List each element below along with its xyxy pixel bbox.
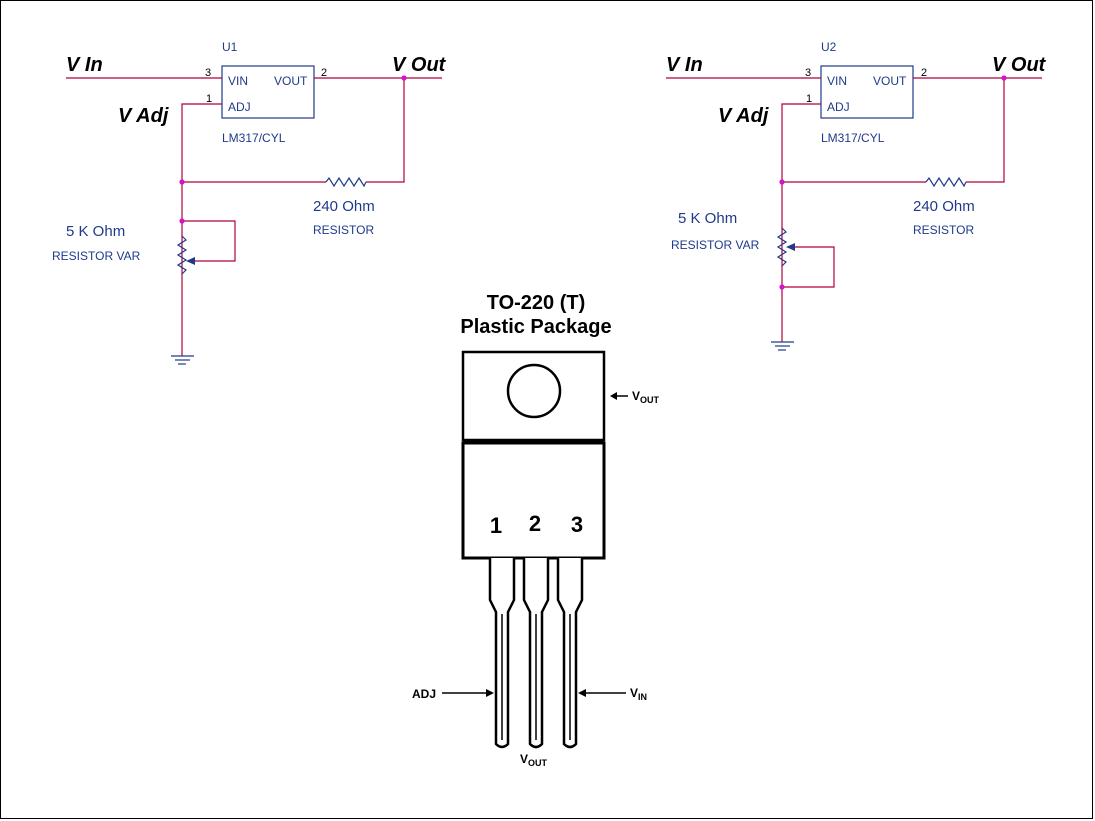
lead-1: [488, 558, 516, 749]
v-out-label-2: V Out: [992, 54, 1047, 76]
potentiometer-5k-2: [776, 227, 788, 267]
adj-wire-2: [781, 103, 821, 342]
regulator-body-2: [820, 65, 914, 119]
pin-number-vout-1: 2: [321, 67, 327, 79]
tab-vout-callout: VOUT: [610, 389, 660, 405]
v-adj-label-1: V Adj: [118, 105, 169, 127]
ground-symbol-2: [771, 341, 794, 351]
node-adj-2: [779, 179, 785, 185]
node-pot-2: [779, 284, 785, 290]
adj-label: ADJ: [412, 687, 436, 701]
pot-wiper-arrow-1: [186, 257, 195, 265]
regulator-ref-1: U1: [222, 40, 238, 54]
bottom-vout-label: VOUT: [520, 752, 548, 768]
tab-vout-label: VOUT: [632, 389, 660, 405]
package-title-line2: Plastic Package: [460, 316, 611, 338]
v-in-label-2: V In: [666, 54, 703, 76]
pin-number-vout-2: 2: [921, 67, 927, 79]
node-vout-2: [1001, 75, 1007, 81]
v-in-label-1: V In: [66, 54, 103, 76]
pin-number-3: 3: [571, 512, 583, 537]
pot-value-1: 5 K Ohm: [66, 223, 125, 240]
vin-callout: VIN: [578, 686, 647, 702]
package-body: [461, 441, 606, 560]
pin-label-adj-1: ADJ: [228, 100, 251, 114]
pin-number-adj-1: 1: [206, 93, 212, 105]
circuit-1: V In V Out V Adj U1 VIN VOUT ADJ LM317/C…: [52, 40, 447, 365]
mounting-hole: [506, 363, 562, 419]
regulator-part-1: LM317/CYL: [222, 131, 286, 145]
resistor-type-2: RESISTOR: [913, 223, 974, 237]
pin-label-vin-1: VIN: [228, 74, 248, 88]
pin-number-vin-2: 3: [805, 67, 811, 79]
pin-number-2: 2: [529, 511, 541, 536]
package-title-line1: TO-220 (T): [487, 292, 586, 314]
pin-label-vout-2: VOUT: [873, 74, 907, 88]
pin-label-adj-2: ADJ: [827, 100, 850, 114]
resistor-value-2: 240 Ohm: [913, 198, 975, 215]
lead-2: [522, 558, 550, 749]
regulator-ref-2: U2: [821, 40, 837, 54]
pin-number-adj-2: 1: [806, 93, 812, 105]
v-adj-label-2: V Adj: [718, 105, 769, 127]
resistor-value-1: 240 Ohm: [313, 198, 375, 215]
resistor-240-1: [325, 176, 367, 188]
node-adj-1: [179, 179, 185, 185]
pin-number-1: 1: [490, 513, 502, 538]
pin-label-vout-1: VOUT: [274, 74, 308, 88]
node-pot-1: [179, 218, 185, 224]
to220-package: TO-220 (T) Plastic Package 1 2 3 VOUT: [412, 292, 660, 768]
feedback-wire-1: [366, 78, 405, 183]
node-vout-1: [401, 75, 407, 81]
pot-wiper-loop-1: [182, 220, 236, 262]
pot-type-1: RESISTOR VAR: [52, 249, 141, 263]
pot-wiper-loop-2: [782, 246, 835, 288]
regulator-body-1: [221, 65, 315, 119]
adj-wire-1: [181, 103, 222, 356]
pot-wiper-arrow-2: [786, 243, 795, 251]
pot-value-2: 5 K Ohm: [678, 210, 737, 227]
resistor-240-2: [925, 176, 967, 188]
pot-type-2: RESISTOR VAR: [671, 238, 760, 252]
ground-symbol-1: [171, 355, 194, 365]
pin-number-vin-1: 3: [205, 67, 211, 79]
pin-label-vin-2: VIN: [827, 74, 847, 88]
regulator-part-2: LM317/CYL: [821, 131, 885, 145]
potentiometer-5k-1: [176, 235, 188, 275]
circuit-2: V In V Out V Adj U2 VIN VOUT ADJ LM317/C…: [666, 40, 1047, 351]
vin-label: VIN: [630, 686, 647, 702]
feedback-wire-2: [966, 78, 1005, 183]
adj-callout: ADJ: [412, 687, 494, 701]
lead-3: [556, 558, 584, 749]
v-out-label-1: V Out: [392, 54, 447, 76]
resistor-type-1: RESISTOR: [313, 223, 374, 237]
